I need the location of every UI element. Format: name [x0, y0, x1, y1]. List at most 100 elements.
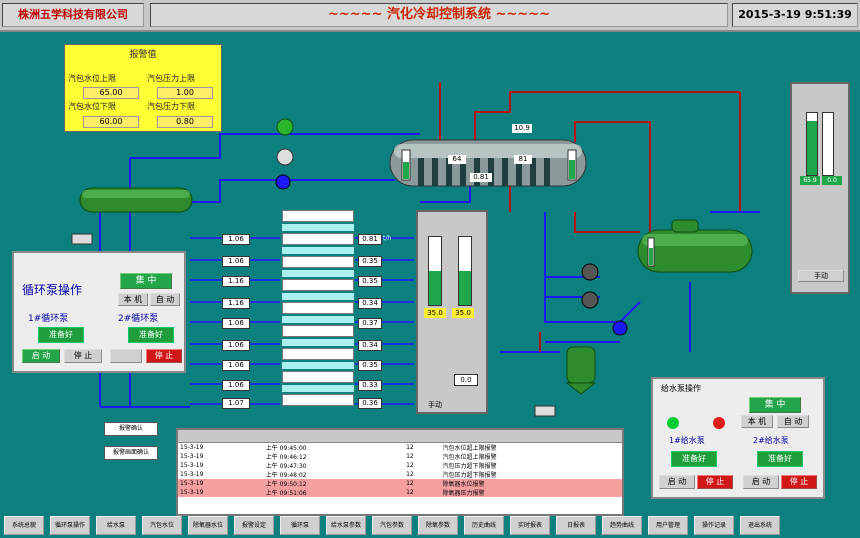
central-button[interactable]: 集 中	[120, 273, 172, 289]
alarm-label-pressure-low: 汽包压力下限	[147, 102, 195, 111]
nav-button-9[interactable]: 汽包参数	[372, 516, 412, 535]
drum-v1-value: 10.9	[512, 124, 532, 133]
feed-pump1-stop-button[interactable]: 停 止	[697, 475, 733, 489]
cell: 15-3-19	[180, 480, 204, 487]
pump2-start-button[interactable]	[110, 349, 142, 363]
nav-button-12[interactable]: 实时报表	[510, 516, 550, 535]
level-bar-2	[458, 236, 472, 306]
nav-button-13[interactable]: 日报表	[556, 516, 596, 535]
feed-pump2-start-button[interactable]: 启 动	[743, 475, 779, 489]
feed-pump2-label: 2#给水泵	[753, 436, 789, 445]
company-name: 株洲五学科技有限公司	[2, 3, 144, 27]
pump2-stop-button[interactable]: 停 止	[146, 349, 182, 363]
pump1-stop-button[interactable]: 停 止	[64, 349, 102, 363]
manual-button[interactable]: 手动	[428, 401, 442, 409]
pump1-label: 1#循环泵	[28, 314, 69, 324]
cell: 15-3-19	[180, 444, 204, 451]
cell: 上午 09:45:00	[265, 445, 307, 452]
cell: 12	[406, 444, 414, 451]
feed-central-button[interactable]: 集 中	[749, 397, 801, 413]
feed-pump1-indicator	[667, 417, 679, 429]
deaerator-panel: 65.9 0.0 手动	[790, 82, 850, 294]
cell: 汽包压力超下限报警	[442, 463, 497, 470]
feed-local-button[interactable]: 本 机	[741, 415, 773, 428]
left-value-1: 1.06	[222, 234, 250, 245]
alarm-value-pressure-high[interactable]: 1.00	[157, 87, 213, 99]
left-value-5: 1.06	[222, 318, 250, 329]
cell: 12	[406, 471, 414, 478]
nav-button-17[interactable]: 退出系统	[740, 516, 780, 535]
cell: 上午 09:50:12	[265, 481, 307, 488]
alarm-screen-confirm-box[interactable]: 报警画面确认	[104, 446, 158, 460]
nav-button-15[interactable]: 用户管理	[648, 516, 688, 535]
auto-button[interactable]: 自 动	[150, 293, 180, 306]
table-row[interactable]: 15-3-19 上午 09:47:30 12 汽包压力超下限报警	[178, 461, 622, 470]
nav-button-10[interactable]: 除氧参数	[418, 516, 458, 535]
nav-button-11[interactable]: 历史曲线	[464, 516, 504, 535]
left-value-4: 1.16	[222, 298, 250, 309]
alarm-value-level-high[interactable]: 65.00	[83, 87, 139, 99]
alarm-value-level-low[interactable]: 60.00	[83, 116, 139, 128]
cell: 上午 09:47:30	[265, 463, 307, 470]
cell: 除氧器水位报警	[442, 481, 485, 488]
nav-button-8[interactable]: 给水泵参数	[326, 516, 366, 535]
panel-value-2: 35.0	[452, 308, 474, 318]
cell: 12	[406, 453, 414, 460]
left-value-9: 1.07	[222, 398, 250, 409]
feed-pump1-start-button[interactable]: 启 动	[659, 475, 695, 489]
cell: 12	[406, 480, 414, 487]
nav-button-1[interactable]: 系统总貌	[4, 516, 44, 535]
nav-button-14[interactable]: 趋势曲线	[602, 516, 642, 535]
cell: 12	[406, 462, 414, 469]
drum-level-value: 64	[448, 155, 466, 164]
cell: 15-3-19	[180, 471, 204, 478]
table-row[interactable]: 15-3-19 上午 09:50:12 12 除氧器水位报警	[178, 479, 622, 488]
deaerator-level-bar	[806, 112, 818, 176]
left-value-7: 1.06	[222, 360, 250, 371]
nav-button-7[interactable]: 循环泵	[280, 516, 320, 535]
level-bar-1	[428, 236, 442, 306]
feed-pump-panel: 给水泵操作 集 中 本 机 自 动 1#给水泵 2#给水泵 准备好 准备好 启 …	[651, 377, 825, 499]
nav-button-5[interactable]: 除氧器水位	[188, 516, 228, 535]
nav-button-2[interactable]: 循环泵操作	[50, 516, 90, 535]
nav-button-4[interactable]: 汽包水位	[142, 516, 182, 535]
left-value-6: 1.06	[222, 340, 250, 351]
local-button[interactable]: 本 机	[118, 293, 148, 306]
nav-button-3[interactable]: 给水泵	[96, 516, 136, 535]
clock: 2015-3-19 9:51:39	[732, 3, 858, 27]
feed-pump2-stop-button[interactable]: 停 止	[781, 475, 817, 489]
panel-value-1: 35.0	[424, 308, 446, 318]
cell: 15-3-19	[180, 453, 204, 460]
feed-auto-button[interactable]: 自 动	[777, 415, 809, 428]
right-value-4: 0.34	[358, 298, 382, 309]
right-value-3: 0.35	[358, 276, 382, 287]
panel-value-3: 0.0	[454, 374, 478, 386]
feed-pump2-indicator	[713, 417, 725, 429]
alarm-settings-panel: 报警值 汽包水位上限 汽包压力上限 65.00 1.00 汽包水位下限 汽包压力…	[64, 44, 222, 132]
right-panel-value-2: 0.0	[822, 176, 842, 185]
alarm-confirm-box[interactable]: 报警确认	[104, 422, 158, 436]
nav-button-16[interactable]: 操作记录	[694, 516, 734, 535]
cell: 15-3-19	[180, 462, 204, 469]
cell: 汽包水位超上限报警	[442, 445, 497, 452]
right-manual-button[interactable]: 手动	[798, 270, 844, 282]
flow-value: 0.81	[470, 173, 492, 182]
feed-panel-title: 给水泵操作	[661, 384, 701, 393]
cell: 15-3-19	[180, 489, 204, 496]
unit-label: t/h	[383, 235, 392, 242]
cell: 上午 09:46:12	[265, 454, 307, 461]
feed-pump1-label: 1#给水泵	[669, 436, 705, 445]
drum-level-panel: 35.0 35.0 0.0 手动	[416, 210, 488, 414]
alarm-value-pressure-low[interactable]: 0.80	[157, 116, 213, 128]
pump2-status: 准备好	[128, 327, 174, 343]
alarm-label-level-low: 汽包水位下限	[68, 102, 116, 111]
right-value-1: 0.81	[358, 234, 382, 245]
table-row[interactable]: 15-3-19 上午 09:45:00 12 汽包水位超上限报警	[178, 443, 622, 452]
feed-pump1-status: 准备好	[671, 451, 717, 467]
nav-button-6[interactable]: 报警设定	[234, 516, 274, 535]
pump1-start-button[interactable]: 启 动	[22, 349, 60, 363]
